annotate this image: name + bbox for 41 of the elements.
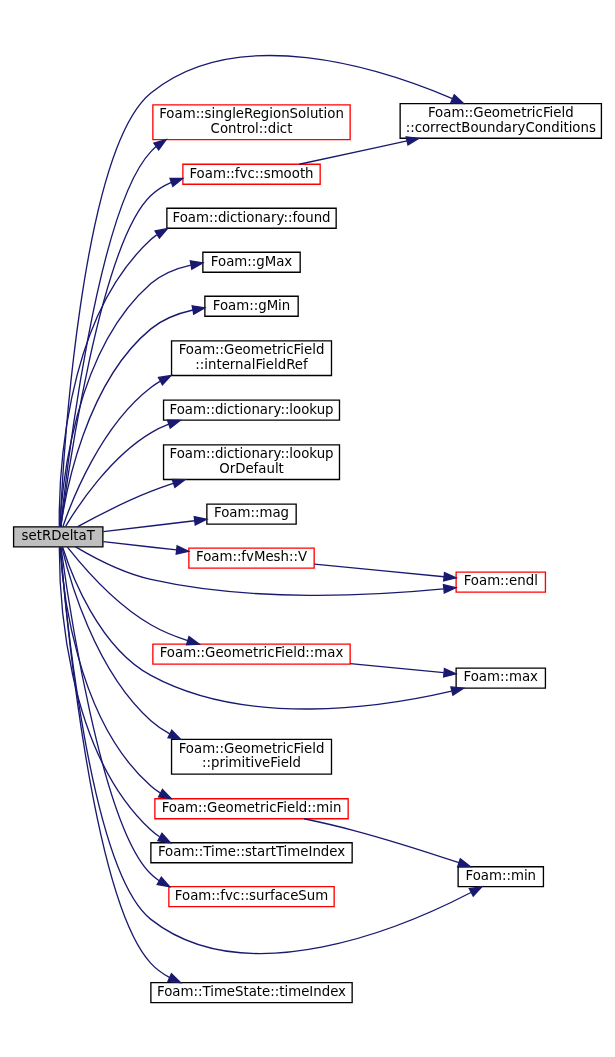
node-box: Foam::dictionary::found	[166, 207, 337, 229]
arrow	[61, 546, 183, 740]
node-box: Foam::GeometricField ::correctBoundaryConditions	[399, 102, 603, 139]
node-box: Foam::endl	[455, 570, 547, 593]
arrow	[58, 546, 173, 844]
arrow	[303, 817, 473, 867]
arrow	[60, 177, 185, 527]
node-box: Foam::dictionary::lookup OrDefault	[162, 443, 341, 480]
arrow	[59, 546, 173, 800]
node-box: Foam::fvc::smooth	[182, 163, 321, 185]
arrow	[349, 662, 458, 678]
node-box: Foam::dictionary::lookup	[162, 399, 341, 421]
arrow	[77, 478, 187, 527]
arrow	[102, 515, 209, 532]
node-box: Foam::gMax	[202, 251, 301, 273]
arrow	[64, 419, 183, 527]
node-box: Foam::GeometricField ::primitiveField	[170, 738, 333, 775]
arrow	[59, 259, 205, 527]
arrow	[313, 562, 459, 582]
node-box: Foam::gMin	[204, 295, 299, 317]
arrow	[58, 226, 170, 527]
node-box: Foam::fvMesh::V	[188, 546, 315, 569]
arrow	[59, 137, 168, 527]
arrow	[298, 135, 421, 165]
arrow	[60, 545, 172, 888]
arrow	[62, 374, 173, 527]
arrow	[59, 545, 183, 983]
node-box: Foam::fvc::surfaceSum	[168, 885, 335, 907]
node-box: Foam::TimeState::timeIndex	[150, 981, 353, 1003]
node-box: Foam::singleRegionSolution Control::dict	[152, 103, 351, 140]
node-box: Foam::Time::startTimeIndex	[150, 841, 353, 863]
node-box: Foam::min	[457, 865, 545, 887]
node-box: Foam::GeometricField ::internalFieldRef	[170, 339, 333, 376]
node-box: Foam::mag	[206, 503, 297, 525]
node-box: Foam::GeometricField::min	[154, 797, 349, 819]
node-box: Foam::max	[455, 666, 547, 689]
node-box: Foam::GeometricField::max	[152, 642, 351, 665]
arrow	[102, 540, 191, 555]
arrow	[60, 304, 207, 527]
node-box: setRDeltaT	[12, 525, 104, 547]
arrow	[66, 545, 202, 645]
